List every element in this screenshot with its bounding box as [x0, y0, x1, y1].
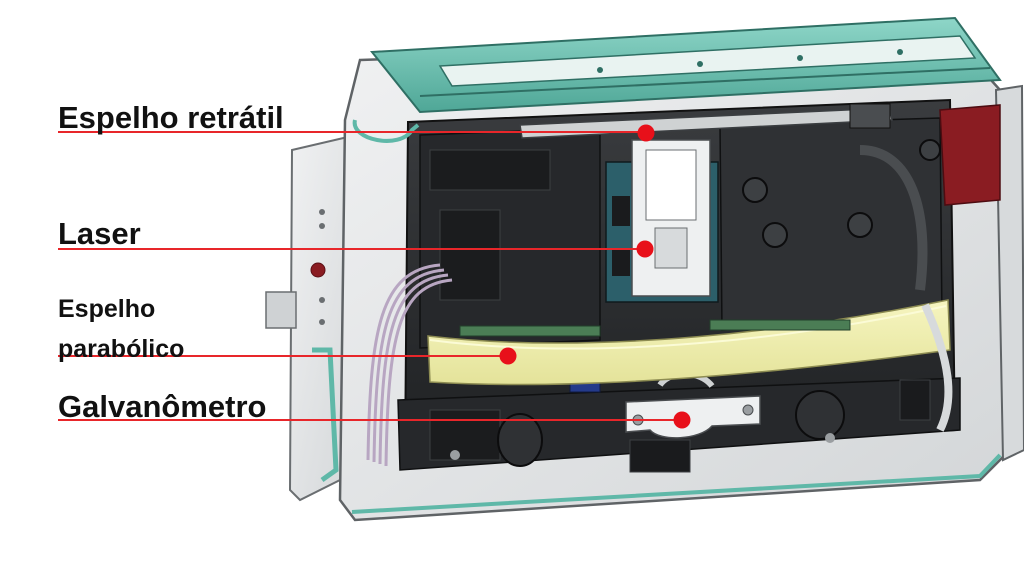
laser-module: [605, 139, 719, 303]
callouts: [58, 124, 691, 429]
marker-galvanometro: [673, 411, 691, 429]
label-espelho-parabolico-line-2: parabólico: [58, 335, 185, 363]
label-espelho-retratil: Espelho retrátil: [58, 100, 284, 135]
parabolic-mirror: [427, 299, 953, 432]
top-rail: [370, 16, 1002, 114]
label-espelho-parabolico: Espelho parabólico: [58, 289, 184, 369]
marker-laser: [636, 240, 654, 258]
marker-espelho-retratil: [637, 124, 655, 142]
label-espelho-parabolico-line-1: Espelho: [58, 295, 156, 323]
marker-espelho-parabolico: [499, 347, 517, 365]
label-laser: Laser: [58, 216, 141, 251]
bottom-trim: [351, 453, 1002, 514]
upper-trim: [352, 119, 420, 143]
retractable-mirror: [519, 103, 893, 139]
label-galvanometro: Galvanômetro: [58, 389, 267, 424]
